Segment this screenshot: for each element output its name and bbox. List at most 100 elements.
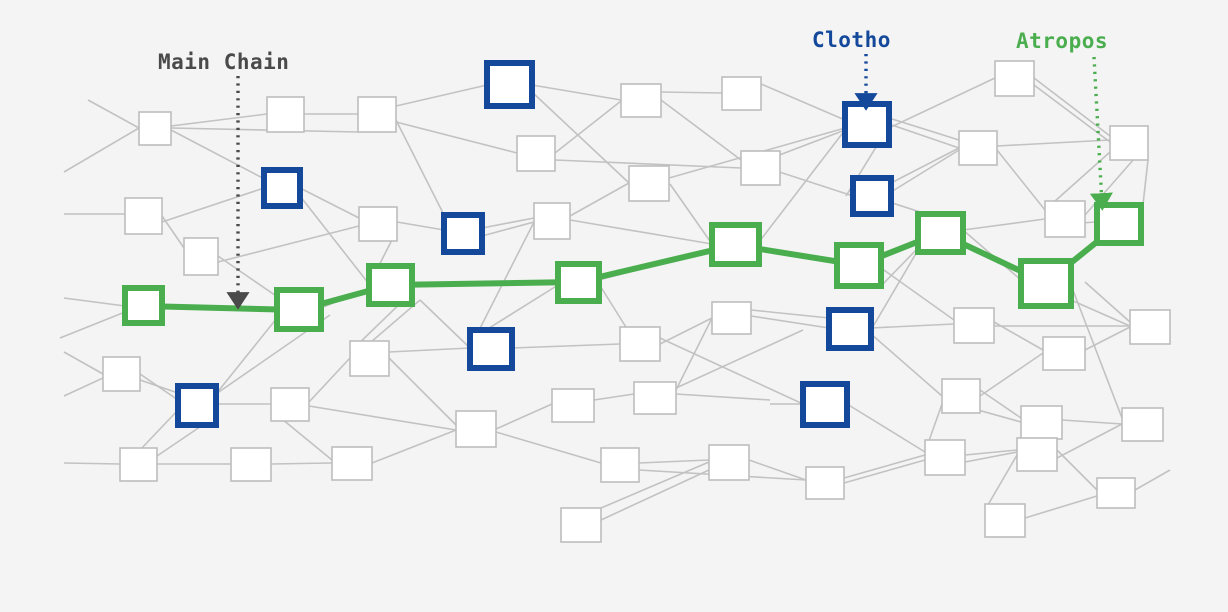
event-node-plain[interactable] — [984, 503, 1026, 538]
event-node-plain[interactable] — [708, 444, 750, 481]
node-box — [994, 60, 1035, 97]
dag-edge — [1070, 284, 1123, 419]
event-node-plain[interactable] — [711, 301, 752, 335]
event-node-clotho[interactable] — [800, 381, 850, 428]
event-node-plain[interactable] — [633, 381, 677, 415]
event-node-plain[interactable] — [1020, 405, 1063, 440]
dag-edge — [1024, 495, 1098, 519]
dag-edge — [638, 459, 710, 464]
event-node-atropos[interactable] — [834, 242, 884, 289]
node-box — [711, 301, 752, 335]
event-node-plain[interactable] — [1129, 309, 1171, 345]
event-node-plain[interactable] — [1016, 437, 1058, 472]
event-node-plain[interactable] — [124, 197, 163, 235]
event-node-atropos[interactable] — [1094, 202, 1144, 246]
event-node-plain[interactable] — [994, 60, 1035, 97]
dag-edge — [1084, 326, 1131, 351]
event-node-plain[interactable] — [138, 111, 172, 146]
node-box — [467, 327, 515, 371]
node-box — [740, 150, 781, 186]
node-box — [274, 287, 324, 332]
event-node-atropos[interactable] — [709, 222, 762, 267]
event-node-clotho[interactable] — [850, 175, 894, 217]
dag-edge — [660, 91, 723, 94]
event-node-plain[interactable] — [721, 76, 762, 111]
event-node-plain[interactable] — [805, 466, 845, 500]
event-node-atropos[interactable] — [366, 263, 415, 307]
node-box — [331, 446, 373, 481]
event-node-plain[interactable] — [230, 447, 272, 482]
event-node-plain[interactable] — [357, 96, 397, 133]
dag-edge — [984, 454, 1018, 511]
dag-edge — [1070, 299, 1131, 327]
event-node-plain[interactable] — [619, 326, 661, 362]
dag-edge — [170, 129, 277, 186]
node-box — [230, 447, 272, 482]
event-node-plain[interactable] — [1044, 200, 1086, 238]
dag-edge — [1084, 281, 1131, 323]
node-box — [1018, 258, 1074, 309]
node-box — [122, 285, 165, 326]
event-node-plain[interactable] — [358, 206, 398, 242]
dag-edge — [308, 357, 351, 403]
event-node-plain[interactable] — [270, 387, 310, 422]
dag-edge — [215, 317, 278, 395]
event-node-plain[interactable] — [102, 356, 141, 392]
event-node-plain[interactable] — [183, 237, 219, 276]
node-box — [102, 356, 141, 392]
node-box — [484, 60, 535, 109]
dag-edge — [419, 299, 471, 349]
event-node-plain[interactable] — [740, 150, 781, 186]
event-node-clotho[interactable] — [826, 307, 874, 351]
event-node-plain[interactable] — [455, 410, 497, 448]
dag-edge — [569, 182, 630, 217]
node-box — [834, 242, 884, 289]
atropos-label: Atropos — [1016, 29, 1109, 53]
dag-edge — [870, 249, 919, 331]
event-node-plain[interactable] — [331, 446, 373, 481]
event-node-plain[interactable] — [1042, 336, 1086, 371]
dag-edge — [217, 255, 283, 301]
node-box — [708, 444, 750, 481]
event-node-atropos[interactable] — [274, 287, 324, 332]
event-node-plain[interactable] — [1096, 477, 1136, 509]
dag-edge — [63, 351, 104, 375]
dag-edge — [495, 403, 553, 430]
event-node-plain[interactable] — [516, 135, 556, 172]
event-node-plain[interactable] — [924, 439, 966, 476]
node-box — [1042, 336, 1086, 371]
event-node-atropos[interactable] — [122, 285, 165, 326]
event-node-plain[interactable] — [266, 96, 305, 133]
event-node-clotho[interactable] — [441, 212, 485, 255]
event-node-clotho[interactable] — [484, 60, 535, 109]
dag-edge — [63, 377, 104, 397]
event-node-clotho[interactable] — [467, 327, 515, 371]
node-box — [533, 202, 571, 240]
event-node-plain[interactable] — [628, 165, 670, 202]
event-node-plain[interactable] — [958, 130, 998, 166]
event-node-plain[interactable] — [1109, 125, 1149, 161]
event-node-plain[interactable] — [953, 307, 995, 344]
dag-edge — [890, 149, 960, 193]
event-node-plain[interactable] — [941, 378, 981, 414]
dag-edge — [1033, 84, 1111, 143]
node-box — [555, 261, 602, 304]
event-node-clotho[interactable] — [175, 383, 219, 428]
event-node-atropos[interactable] — [1018, 258, 1074, 309]
event-node-atropos[interactable] — [915, 211, 966, 255]
event-node-plain[interactable] — [620, 83, 662, 118]
event-node-plain[interactable] — [119, 447, 158, 482]
event-node-plain[interactable] — [600, 447, 640, 483]
event-node-plain[interactable] — [560, 507, 602, 543]
dag-edge — [870, 333, 943, 397]
event-node-plain[interactable] — [533, 202, 571, 240]
event-node-atropos[interactable] — [555, 261, 602, 304]
event-node-plain[interactable] — [349, 340, 390, 377]
main-chain-label: Main Chain — [158, 50, 290, 74]
event-node-plain[interactable] — [551, 388, 595, 423]
event-node-plain[interactable] — [1121, 407, 1164, 442]
dag-edge — [299, 195, 370, 285]
node-box — [800, 381, 850, 428]
event-node-clotho[interactable] — [261, 167, 303, 209]
event-node-clotho[interactable] — [842, 101, 892, 148]
